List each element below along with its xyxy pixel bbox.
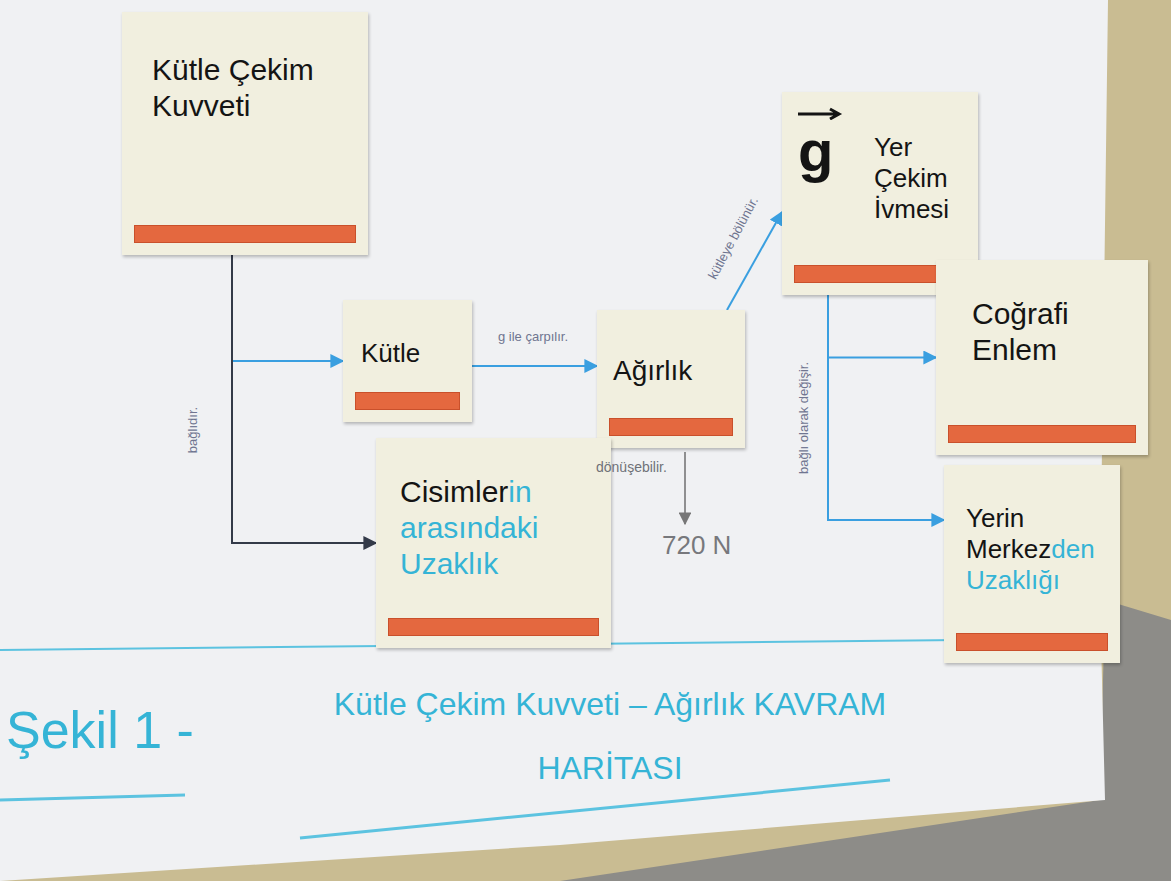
sticky-note: CisimlerinarasındakiUzaklık bbox=[376, 438, 611, 648]
node-text: Cisimler bbox=[400, 475, 508, 508]
node-text: Kütle Çekim Kuvveti bbox=[152, 52, 348, 124]
node-text: Coğrafi Enlem bbox=[972, 296, 1136, 368]
sticky-note: Kütle bbox=[343, 300, 472, 422]
note-footer-strip bbox=[948, 425, 1136, 443]
edge-label: bağlı olarak değişir. bbox=[796, 360, 811, 476]
note-label: Şekil 1 - bbox=[6, 700, 194, 760]
connector-arrow bbox=[232, 255, 343, 361]
connector-arrow bbox=[828, 295, 944, 520]
edge-label: g ile çarpılır. bbox=[496, 329, 570, 344]
sticky-note: Coğrafi Enlem bbox=[936, 260, 1148, 455]
node-text: Yerin Merkez bbox=[966, 503, 1051, 564]
note-footer-strip bbox=[609, 418, 733, 436]
vector-arrow bbox=[796, 106, 846, 120]
underline bbox=[300, 780, 890, 838]
map-title: Kütle Çekim Kuvveti – Ağırlık KAVRAM HAR… bbox=[330, 672, 890, 800]
node-text: in bbox=[508, 475, 531, 508]
node-text: arasındaki bbox=[400, 510, 599, 546]
node-text: Yer Çekim İvmesi bbox=[874, 132, 970, 226]
connector-arrow bbox=[828, 295, 936, 358]
node-text: Uzaklığı bbox=[966, 565, 1110, 596]
sticky-note: Ağırlık bbox=[597, 310, 745, 448]
note-footer-strip bbox=[134, 225, 356, 243]
sticky-note: Kütle Çekim Kuvveti bbox=[122, 12, 368, 255]
note-label: 720 N bbox=[662, 530, 731, 561]
node-text: Uzaklık bbox=[400, 546, 599, 582]
node-text: Ağırlık bbox=[613, 354, 733, 388]
note-footer-strip bbox=[388, 618, 599, 636]
node-text: g bbox=[798, 122, 833, 180]
sticky-note: Yerin MerkezdenUzaklığı bbox=[944, 465, 1120, 663]
underline bbox=[0, 795, 185, 800]
node-text: den bbox=[1051, 534, 1094, 564]
note-footer-strip bbox=[355, 392, 460, 410]
edge-label: bağlıdır. bbox=[185, 405, 200, 455]
node-text: Kütle bbox=[361, 338, 460, 369]
leader-arrow bbox=[684, 452, 686, 524]
connector-arrow bbox=[472, 365, 597, 367]
note-label: dönüşebilir. bbox=[596, 459, 667, 475]
note-footer-strip bbox=[956, 633, 1108, 651]
